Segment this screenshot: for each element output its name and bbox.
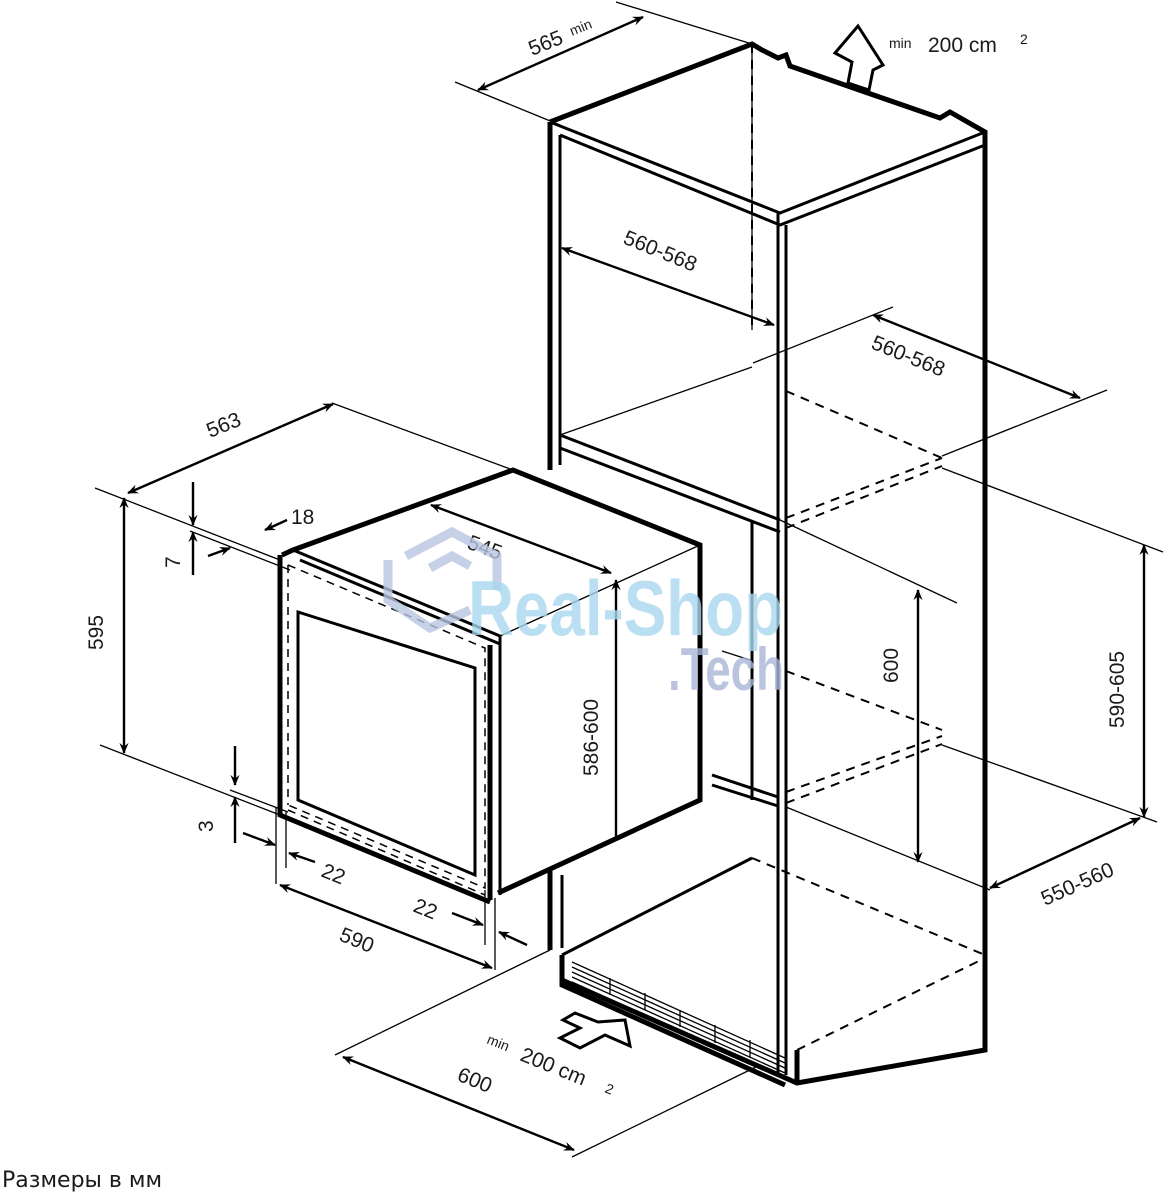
svg-text:min: min — [567, 15, 594, 38]
svg-text:2: 2 — [1020, 31, 1028, 47]
svg-text:3: 3 — [195, 820, 218, 832]
svg-text:22: 22 — [410, 894, 440, 924]
units-caption: Размеры в мм — [2, 1168, 163, 1193]
label-565: 565 — [525, 26, 566, 60]
svg-text:600: 600 — [454, 1063, 495, 1097]
vent-grille — [571, 961, 786, 1079]
svg-text:590: 590 — [336, 923, 377, 957]
vent-in-arrow-icon — [556, 1011, 633, 1050]
svg-text:22: 22 — [318, 859, 348, 889]
svg-text:586-600: 586-600 — [580, 699, 603, 776]
svg-text:563: 563 — [203, 408, 244, 442]
watermark: Real-Shop .Tech — [383, 526, 784, 703]
svg-text:550-560: 550-560 — [1038, 858, 1118, 910]
dimension-labels: 565 min min 200 cm 2 560-568 560-568 600… — [85, 15, 1129, 1097]
svg-text:200 cm: 200 cm — [928, 34, 997, 57]
vent-up-arrow-icon — [832, 23, 886, 92]
watermark-logo-icon — [383, 526, 502, 634]
svg-text:Real-Shop: Real-Shop — [468, 564, 783, 652]
svg-text:595: 595 — [85, 615, 108, 650]
cabinet — [547, 41, 988, 1088]
svg-text:590-605: 590-605 — [1106, 651, 1129, 728]
dimension-lines — [94, 1, 1164, 1158]
svg-text:560-568: 560-568 — [620, 226, 700, 276]
svg-text:min: min — [485, 1031, 512, 1054]
svg-text:600: 600 — [880, 648, 903, 683]
svg-text:560-568: 560-568 — [868, 331, 948, 381]
svg-text:7: 7 — [162, 556, 185, 568]
svg-text:18: 18 — [291, 506, 314, 529]
svg-text:2: 2 — [603, 1080, 616, 1098]
svg-text:min: min — [889, 35, 912, 51]
oven — [277, 467, 703, 905]
svg-text:.Tech: .Tech — [668, 636, 784, 703]
svg-text:200 cm: 200 cm — [517, 1043, 589, 1090]
